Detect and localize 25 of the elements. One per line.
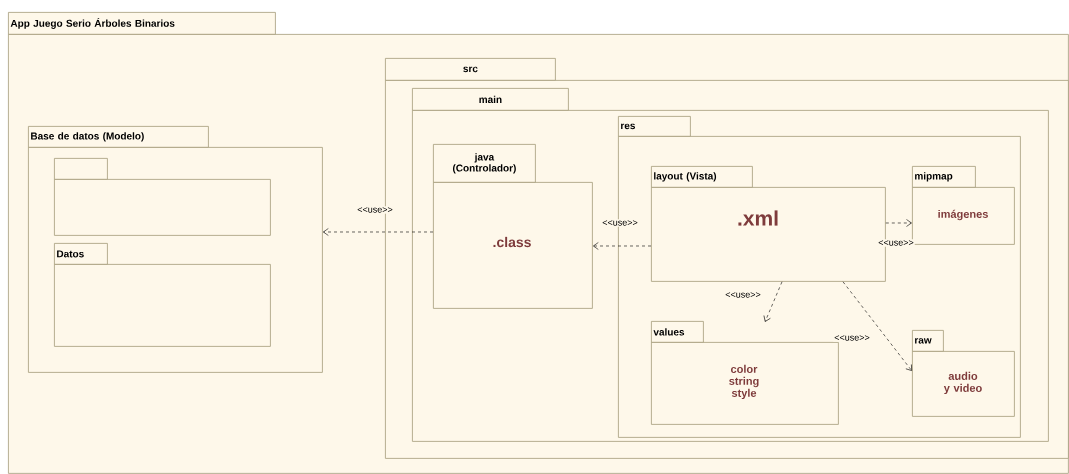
node-label: src — [463, 66, 478, 73]
edge-label: <<use>> — [601, 219, 639, 227]
edge-label: <<use>> — [833, 334, 871, 342]
node-label: java (Controlador) — [452, 153, 516, 174]
node-label: App Juego Serio Árboles Binarios — [10, 17, 175, 29]
node-label: values — [653, 328, 685, 336]
node-label: main — [479, 95, 502, 104]
node-label: Datos — [57, 250, 84, 258]
arrow — [842, 281, 912, 371]
package: java (Controlador) .class — [433, 144, 593, 309]
node-label: Base de datos (Modelo) — [31, 132, 144, 142]
node-label: mipmap — [915, 172, 953, 182]
node-label: res — [621, 123, 636, 130]
package — [54, 158, 271, 236]
edge-label: <<use>> — [356, 206, 394, 214]
arrow — [593, 242, 652, 250]
arrow — [763, 281, 783, 322]
node-label: raw — [915, 338, 932, 344]
arrow — [323, 228, 434, 236]
package: Datos — [54, 243, 271, 347]
edge-label: <<use>> — [877, 239, 915, 247]
edge-label: <<use>> — [724, 291, 762, 299]
package: raw audio y video — [912, 330, 1015, 417]
arrow — [885, 219, 912, 227]
node-label: layout (Vista) — [654, 172, 717, 182]
